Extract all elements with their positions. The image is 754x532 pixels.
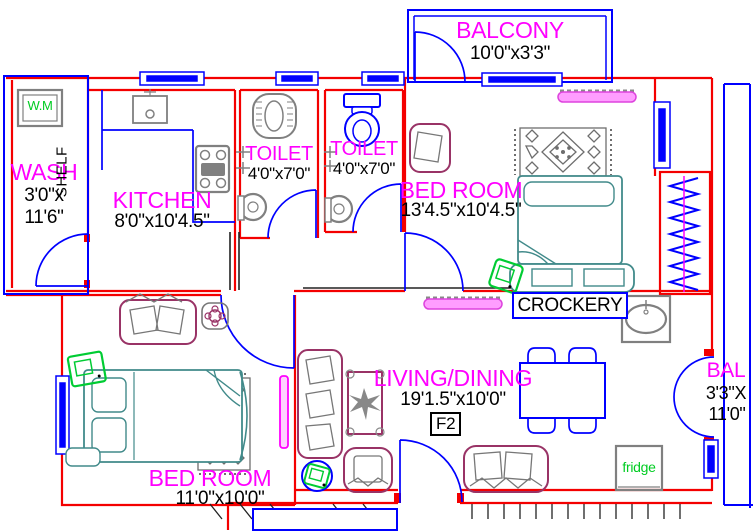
wash-enclosure-outline [3, 75, 89, 295]
wash-dims-1: 3'0"x [24, 185, 64, 206]
balcony-top-dims: 10'0"x3'3" [469, 43, 551, 64]
bed-icon [65, 175, 635, 467]
fan-stool-icon [301, 460, 333, 492]
bedroom-top-dims: 13'4.5"x10'4.5" [400, 200, 522, 221]
toilet1-label: TOILET [245, 143, 313, 165]
balcony-right-dims-1: 3'3"X [705, 383, 747, 403]
living-dining-dims: 19'1.5"x10'0" [400, 389, 506, 410]
kitchen-dims: 8'0"x10'4.5" [114, 211, 210, 232]
green-stool-icon [488, 258, 524, 294]
dining-table-icon [519, 347, 606, 434]
shelf-ledge-icon [423, 89, 637, 310]
bedroom-bottom-label: BED ROOM [148, 465, 272, 491]
washing-machine-label: W.M [27, 98, 53, 113]
kitchen-label: KITCHEN [112, 187, 212, 213]
crockery-label: CROCKERY [512, 292, 628, 319]
mirror-icon [279, 375, 289, 449]
stove-icon [194, 144, 231, 194]
kitchen-sink-icon [132, 89, 168, 124]
shelf-label: SHELF [53, 146, 71, 198]
flower-stool-icon [201, 302, 229, 330]
crockery-washbasin-icon [620, 294, 672, 344]
wash-label: WASH [10, 159, 78, 185]
window-icon [55, 71, 719, 479]
toilet1-dims: 4'0"x7'0" [247, 164, 311, 183]
tv-icon [66, 350, 107, 388]
fridge-label: fridge [622, 459, 656, 475]
zigzag-duct-icon [666, 176, 702, 292]
balcony-right-dims-2: 11'0" [708, 404, 746, 424]
flat-number-label: F2 [430, 412, 462, 436]
tv-unit-icon [345, 369, 385, 437]
bedroom-top-label: BED ROOM [399, 177, 523, 203]
kitchen-counter [101, 90, 235, 223]
toilet2-label: TOILET [330, 138, 398, 160]
balcony-right-outline [723, 83, 753, 508]
fridge-icon [614, 444, 664, 492]
sofa-icon [119, 123, 549, 493]
bottom-porch-outline [252, 508, 398, 531]
door-arc-icon [35, 31, 715, 503]
washing-machine-icon [16, 88, 64, 128]
toilet-squat-icon [252, 93, 297, 139]
balcony-top-label: BALCONY [456, 17, 564, 43]
wash-dims-2: 11'6" [24, 207, 64, 228]
walls [6, 76, 714, 530]
toilet2-dims: 4'0"x7'0" [332, 159, 396, 178]
black-wall-lines [229, 232, 540, 290]
bedroom-bottom-dims: 11'0"x10'0" [175, 488, 265, 509]
washbasin-icon [236, 146, 354, 224]
living-dining-label: LIVING/DINING [373, 365, 533, 391]
toilet-wc-icon [343, 93, 381, 147]
balcony-right-label: BAL [706, 359, 746, 382]
